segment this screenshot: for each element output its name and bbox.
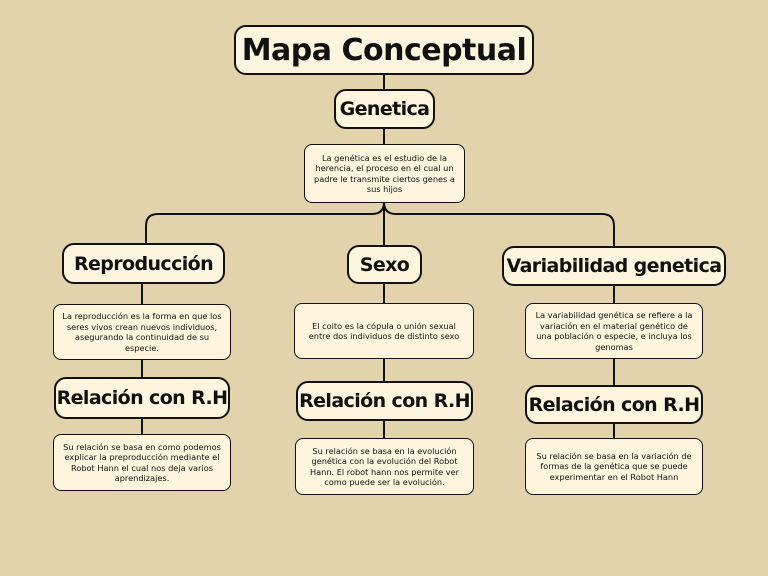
branch-sexo-relation: Relación con R.H	[296, 381, 473, 421]
branch-sexo-description: El coito es la cópula o unión sexual ent…	[294, 303, 474, 359]
connector-branch-arc	[145, 201, 615, 247]
branch-sexo: Sexo	[347, 245, 422, 284]
branch-variabilidad-genetica: Variabilidad genetica	[502, 246, 726, 286]
map-title: Mapa Conceptual	[234, 25, 534, 75]
branch-sexo-relation-text: Su relación se basa en la evolución gené…	[295, 438, 474, 495]
branch-variabilidad-relation: Relación con R.H	[525, 385, 703, 424]
branch-variabilidad-description: La variabilidad genética se refiere a la…	[525, 303, 703, 359]
branch-reproduccion-description: La reproducción es la forma en que los s…	[53, 304, 231, 360]
branch-reproduccion: Reproducción	[62, 243, 225, 284]
root-node: Genetica	[334, 89, 435, 129]
root-description: La genética es el estudio de la herencia…	[304, 144, 465, 203]
branch-reproduccion-relation: Relación con R.H	[54, 377, 230, 419]
branch-variabilidad-relation-text: Su relación se basa en la variación de f…	[525, 438, 703, 495]
branch-reproduccion-relation-text: Su relación se basa en como podemos expl…	[53, 434, 231, 491]
